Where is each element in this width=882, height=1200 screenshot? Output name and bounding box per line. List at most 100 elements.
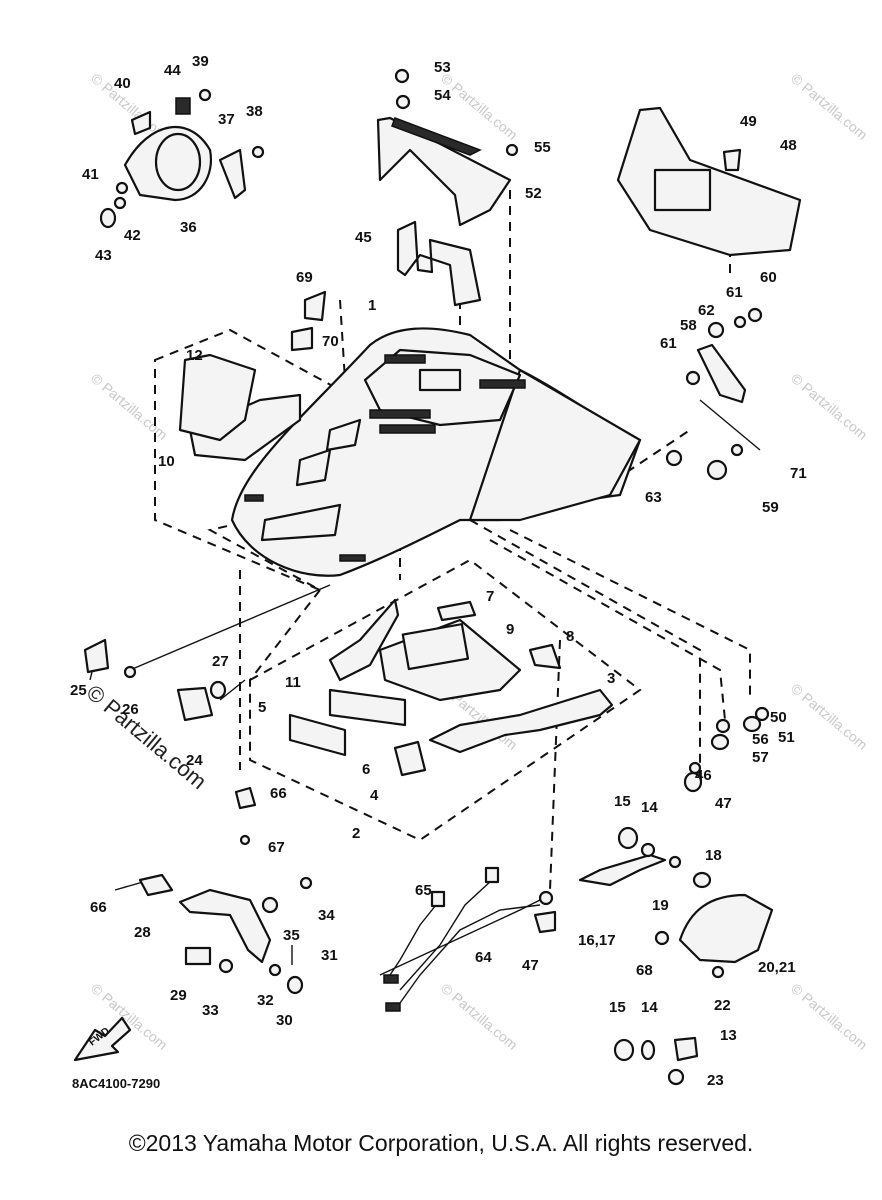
callout: 33 bbox=[202, 1002, 219, 1019]
washer-14 bbox=[640, 842, 656, 858]
callout: 11 bbox=[285, 674, 301, 691]
callout: 60 bbox=[760, 269, 777, 286]
cable-connector bbox=[484, 866, 500, 884]
cable-end bbox=[385, 1002, 401, 1012]
hood-assembly bbox=[230, 327, 642, 577]
diagram-code: 8AC4100-7290 bbox=[72, 1076, 160, 1091]
callout: 13 bbox=[720, 1027, 737, 1044]
grommet-63 bbox=[665, 449, 683, 467]
callout: 43 bbox=[95, 247, 112, 264]
cover-20-21 bbox=[678, 893, 774, 964]
callout: 5 bbox=[258, 699, 266, 716]
callout: 61 bbox=[726, 284, 743, 301]
copyright-notice: ©2013 Yamaha Motor Corporation, U.S.A. A… bbox=[128, 1130, 754, 1156]
strip-66 bbox=[138, 873, 174, 897]
screw-22 bbox=[711, 965, 725, 979]
pad-7 bbox=[436, 600, 477, 622]
washer-61 bbox=[733, 315, 747, 329]
washer-46 bbox=[688, 761, 702, 775]
callout: 57 bbox=[752, 749, 769, 766]
callout: 35 bbox=[283, 927, 300, 944]
headlight-lens bbox=[154, 132, 202, 192]
hood-vent-slots bbox=[244, 354, 526, 562]
callout: 12 bbox=[186, 347, 203, 364]
nut-27 bbox=[209, 680, 227, 700]
watermark: © Partzilla.com bbox=[438, 980, 521, 1053]
washer-32 bbox=[268, 963, 282, 977]
callout: 62 bbox=[698, 302, 715, 319]
callout: 15 bbox=[614, 793, 631, 810]
washer-35 bbox=[261, 896, 279, 914]
cable-connector bbox=[430, 890, 446, 908]
callout: 56 bbox=[752, 731, 769, 748]
callout: 22 bbox=[714, 997, 731, 1014]
hood-front-vent bbox=[260, 503, 342, 542]
bolt-72 bbox=[730, 443, 744, 457]
pad-8 bbox=[528, 643, 562, 670]
hood-opening bbox=[418, 368, 462, 392]
screw-68 bbox=[239, 834, 251, 846]
panel-3 bbox=[428, 688, 614, 754]
skid-plate-28 bbox=[178, 888, 272, 964]
callout: 55 bbox=[534, 139, 551, 156]
callout: 2 bbox=[352, 825, 360, 842]
callout: 16,17 bbox=[578, 932, 616, 949]
panel-11 bbox=[328, 598, 400, 682]
air-duct bbox=[188, 393, 302, 462]
collar-62 bbox=[707, 321, 725, 339]
callout: 47 bbox=[715, 795, 732, 812]
callout: 10 bbox=[158, 453, 175, 470]
bracket-25 bbox=[83, 638, 110, 674]
clip-49 bbox=[722, 148, 742, 172]
strap-16-17 bbox=[578, 853, 667, 887]
hood-side-panel bbox=[468, 368, 642, 522]
bracket-13 bbox=[673, 1036, 699, 1062]
callout: 37 bbox=[218, 111, 235, 128]
callout: 24 bbox=[186, 752, 203, 769]
callout: 25 bbox=[70, 682, 87, 699]
callout: 41 bbox=[82, 166, 99, 183]
callout: 36 bbox=[180, 219, 197, 236]
panel-9-opening bbox=[401, 623, 470, 671]
windshield-top-strip bbox=[391, 117, 482, 156]
callout-numbers: 1 2 3 4 5 6 7 8 9 10 11 12 13 14 14 15 1… bbox=[70, 53, 807, 1089]
callout: 70 bbox=[322, 333, 339, 350]
callout: 32 bbox=[257, 992, 274, 1009]
bolt-60 bbox=[747, 307, 763, 323]
washer-41 bbox=[115, 181, 129, 195]
callout: 50 bbox=[770, 709, 787, 726]
callout: 64 bbox=[475, 949, 492, 966]
bracket-58 bbox=[696, 343, 747, 404]
washer-61b bbox=[685, 370, 701, 386]
washer-42 bbox=[113, 196, 127, 210]
callout: 6 bbox=[362, 761, 370, 778]
callout: 48 bbox=[780, 137, 797, 154]
callout: 59 bbox=[762, 499, 779, 516]
bolt-34 bbox=[299, 876, 313, 890]
callout: 20,21 bbox=[758, 959, 796, 976]
callout: 69 bbox=[296, 269, 313, 286]
callout: 40 bbox=[114, 75, 131, 92]
callout: 49 bbox=[740, 113, 757, 130]
callout: 4 bbox=[370, 787, 379, 804]
watermark: © Partzilla.com bbox=[788, 370, 871, 443]
grommet-57 bbox=[710, 733, 730, 751]
callout: 71 bbox=[790, 465, 807, 482]
block-29 bbox=[184, 946, 212, 966]
watermark: © Partzilla.com bbox=[88, 370, 171, 443]
washer-69 bbox=[654, 930, 670, 946]
callout: 19 bbox=[652, 897, 669, 914]
washer-50 bbox=[754, 706, 770, 722]
watermark: © Partzilla.com bbox=[788, 980, 871, 1053]
bracket-24 bbox=[176, 686, 214, 722]
grommet-51 bbox=[742, 715, 762, 733]
callout: 58 bbox=[680, 317, 697, 334]
callout: 8 bbox=[566, 628, 574, 645]
callout: 45 bbox=[355, 229, 372, 246]
forward-arrow-icon: FWD bbox=[73, 1016, 132, 1062]
parts-diagram: © Partzilla.com © Partzilla.com © Partzi… bbox=[70, 53, 871, 1091]
callout: 66 bbox=[90, 899, 107, 916]
callout: 38 bbox=[246, 103, 263, 120]
watermark: © Partzilla.com bbox=[788, 680, 871, 753]
callout: 30 bbox=[276, 1012, 293, 1029]
